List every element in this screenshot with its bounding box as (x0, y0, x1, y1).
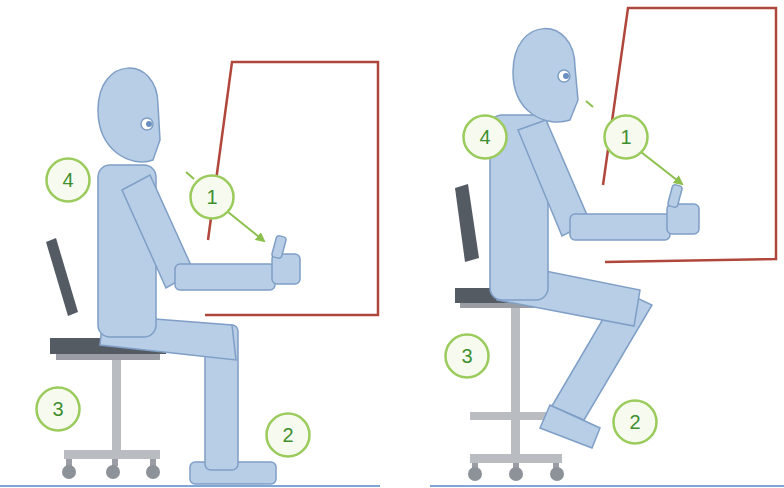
callout-circle: 3 (35, 386, 81, 432)
leader-tick (186, 172, 194, 179)
callout-circle: 4 (462, 114, 508, 160)
callout-number: 4 (462, 114, 508, 160)
leader-arrow (228, 212, 264, 241)
callout-number: 2 (612, 399, 658, 445)
floor-line (0, 485, 380, 487)
leader-arrow (641, 152, 682, 184)
leader-tick (586, 101, 593, 107)
callout-number: 3 (35, 386, 81, 432)
callout-circle: 2 (612, 399, 658, 445)
callout-circle: 3 (444, 333, 490, 379)
callout-circle: 4 (45, 157, 91, 203)
callout-circle: 1 (603, 114, 649, 160)
callout-number: 1 (189, 174, 235, 220)
callout-circle: 2 (265, 412, 311, 458)
callout-number: 2 (265, 412, 311, 458)
callout-circle: 1 (189, 174, 235, 220)
standing-seated-person (490, 29, 699, 448)
callout-number: 3 (444, 333, 490, 379)
callout-number: 4 (45, 157, 91, 203)
floor-line (430, 485, 784, 487)
callout-number: 1 (603, 114, 649, 160)
